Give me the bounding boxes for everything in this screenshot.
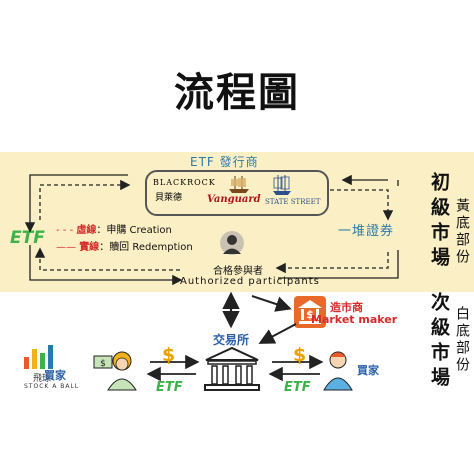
securities-basket-label: 一堆證券 (338, 224, 395, 239)
brand-state-street: STATE STREET (265, 198, 321, 206)
buyer-left-person-icon: $ (93, 351, 137, 391)
authorized-participant-label-en: Authorized participants (180, 276, 320, 287)
ship-icon (229, 176, 249, 193)
etf-label: ETF (284, 380, 311, 395)
issuer-box: BLACKROCK 貝萊德 Vanguard STATE STREET (145, 170, 329, 216)
ship-icon (273, 175, 291, 195)
svg-text:$: $ (306, 308, 314, 321)
page-title: 流程圖 (174, 70, 300, 116)
exchange-label: 交易所 (213, 333, 250, 347)
logo-name: 飛球 (33, 374, 52, 384)
svg-text:$: $ (100, 359, 106, 369)
bank-icon: $ (294, 296, 326, 328)
buyer-left-label: 買家 (44, 369, 66, 382)
legend-solid-label: 實線 (79, 242, 100, 253)
primary-flow-arrows (24, 174, 399, 286)
primary-market-label: 初級市場 (428, 172, 450, 272)
legend-dashed-label: 虛線 (76, 225, 97, 236)
legend-solid: —— 實線：贖回 Redemption (56, 242, 193, 253)
logo-sub: STOCK A BALL (24, 383, 80, 390)
brand-blackrock: BLACKROCK (153, 178, 216, 187)
legend-dashed-action: 申購 Creation (106, 225, 172, 236)
etf-label: ETF (10, 228, 45, 248)
market-maker-label-en: Market maker (311, 313, 398, 326)
exchange-bank-icon (204, 346, 260, 391)
bar-chart-icon (24, 345, 53, 369)
etf-label: ETF (156, 380, 183, 395)
secondary-flow-arrows (146, 291, 324, 382)
primary-market-label-strip (416, 152, 474, 292)
secondary-market-label: 次級市場 (428, 292, 450, 392)
primary-market-note: 黃底部份 (454, 198, 470, 266)
legend-solid-action: 贖回 Redemption (109, 242, 193, 253)
secondary-market-note: 白底部份 (454, 306, 470, 374)
issuer-title: ETF 發行商 (190, 155, 259, 169)
legend-dashed: - - - 虛線：申購 Creation (56, 225, 172, 236)
buyer-right-label: 買家 (357, 364, 379, 377)
brand-vanguard: Vanguard (207, 194, 261, 205)
authorized-participant-label: 合格參與者 (213, 266, 263, 277)
person-icon (220, 231, 244, 255)
dollar-icon: $ (293, 344, 307, 366)
buyer-right-person-icon (323, 351, 353, 391)
market-maker-label: 造市商 (330, 301, 363, 314)
dollar-icon: $ (162, 344, 176, 366)
brand-blackrock-cn: 貝萊德 (155, 193, 183, 203)
